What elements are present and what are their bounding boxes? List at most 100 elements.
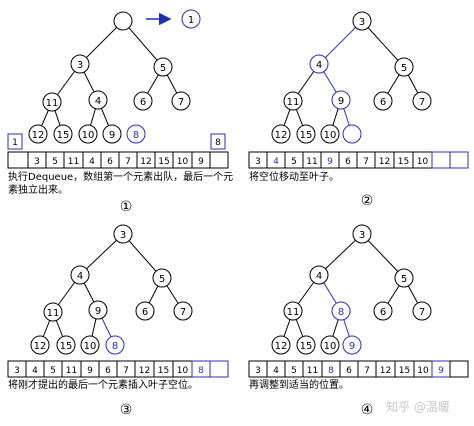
heap-node-label: 6 — [380, 307, 386, 318]
array-cell: 5 — [291, 366, 297, 376]
heap-node: 9 — [102, 124, 122, 144]
heap-node: 10 — [320, 124, 340, 144]
heap-node: 11 — [283, 91, 303, 111]
heap-node-label: 5 — [401, 63, 407, 74]
dequeued-value-node — [181, 9, 201, 29]
heap-node-label: 11 — [47, 308, 60, 319]
heap-node: 9 — [88, 300, 108, 320]
inserted-leaf-node: 8 — [105, 335, 125, 355]
array-cell: 8 — [328, 366, 334, 376]
array-cell: 8 — [198, 366, 204, 376]
heap-node-label: 5 — [160, 63, 166, 74]
array-cell: 4 — [273, 366, 279, 376]
heap-node-label: 4 — [316, 271, 322, 282]
heap-node: 6 — [373, 301, 393, 321]
heap-node: 4 — [88, 90, 108, 110]
panel-4-nodes: 3 4 5 11 8 6 7 12 15 10 9 — [271, 224, 432, 355]
heap-node-label: 6 — [140, 97, 146, 108]
heap-node: 12 — [271, 335, 291, 355]
heap-node: 7 — [412, 301, 432, 321]
heap-node-label: 3 — [77, 60, 83, 71]
array-cell: 7 — [363, 157, 369, 167]
heap-node-label: 9 — [349, 341, 355, 352]
heap-node: 15 — [53, 124, 73, 144]
array-cell: 6 — [107, 157, 113, 167]
heap-node: 15 — [296, 335, 316, 355]
array-cell: 5 — [52, 157, 58, 167]
array-cell: 12 — [379, 157, 390, 167]
heap-node: 10 — [80, 335, 100, 355]
heap-node: 12 — [271, 124, 291, 144]
heap-node: 10 — [78, 124, 98, 144]
array-cell: 15 — [158, 157, 169, 167]
heap-node: 10 — [320, 335, 340, 355]
heap-node: 5 — [152, 268, 172, 288]
panel-1-array: 3 5 11 4 6 7 12 15 10 9 — [7, 151, 229, 169]
empty-leaf-node — [342, 124, 362, 144]
heap-node: 7 — [171, 91, 191, 111]
heap-node-label: 7 — [180, 307, 186, 318]
heap-node-label: 7 — [419, 97, 425, 108]
heap-node-label: 10 — [324, 130, 337, 141]
heap-node-label: 8 — [338, 307, 344, 318]
panel-2-nodes: 3 4 5 11 9 6 7 12 15 10 — [271, 11, 432, 144]
array-cell: 9 — [438, 366, 444, 376]
heap-node-label: 10 — [84, 341, 97, 352]
array-cell: 11 — [68, 157, 79, 167]
array-cell: 10 — [417, 157, 429, 167]
heap-node-label: 9 — [95, 306, 101, 317]
heap-node: 12 — [28, 124, 48, 144]
dequeued-box-label: 1 — [12, 138, 18, 148]
heap-node: 7 — [173, 301, 193, 321]
array-cell: 3 — [255, 366, 261, 376]
heap-node-label: 15 — [57, 130, 70, 141]
moved-node: 9 — [342, 335, 362, 355]
array-cell: 10 — [177, 157, 189, 167]
step-marker: ③ — [120, 402, 133, 418]
panel-2-edges — [280, 20, 423, 135]
heap-node-label: 4 — [77, 271, 83, 282]
heap-node: 11 — [43, 302, 63, 322]
heap-node-label: 3 — [120, 230, 126, 241]
heap-node — [113, 11, 133, 31]
array-cell: 5 — [50, 366, 56, 376]
last-element-box — [210, 133, 226, 150]
heap-node-label: 12 — [275, 341, 288, 352]
panel-4-edges — [280, 233, 423, 346]
array-cell: 4 — [89, 157, 95, 167]
step-marker: ④ — [361, 402, 374, 418]
heap-node: 6 — [133, 91, 153, 111]
array-cell: 12 — [140, 157, 151, 167]
array-cell: 3 — [14, 366, 20, 376]
array-cell: 15 — [398, 157, 409, 167]
array-cell: 9 — [87, 366, 93, 376]
panel-3-nodes: 3 4 5 11 9 6 7 12 15 10 8 — [30, 224, 193, 355]
array-cell: 11 — [66, 366, 77, 376]
panel-3-caption: 将刚才提出的最后一个元素插入叶子空位。 — [8, 380, 198, 391]
heap-node-label: 6 — [142, 307, 148, 318]
panel-1-caption: 执行Dequeue，数组第一个元素出队，最后一个元素独立出来。 — [8, 172, 234, 196]
heap-node-label: 12 — [275, 130, 288, 141]
array-cell: 4 — [273, 157, 279, 167]
heap-node-label: 9 — [109, 130, 115, 141]
panel-4: 3 4 5 11 8 6 7 12 15 10 9 3 4 5 11 8 6 7… — [248, 224, 469, 418]
last-element-box-label: 8 — [215, 138, 221, 148]
panel-1-nodes: 3 5 11 4 6 7 12 15 10 9 8 — [28, 11, 191, 144]
heap-node-label: 15 — [300, 341, 313, 352]
array-cell: 12 — [139, 366, 150, 376]
heap-node: 5 — [153, 57, 173, 77]
heap-node-label: 10 — [82, 130, 95, 141]
heap-node-label: 4 — [95, 96, 101, 107]
heap-node-label: 7 — [419, 307, 425, 318]
heap-node-label: 3 — [359, 230, 365, 241]
panel-2-array: 3 4 5 11 9 6 7 12 15 10 — [248, 151, 469, 169]
heap-node: 6 — [373, 91, 393, 111]
heap-node-label: 5 — [159, 274, 165, 285]
array-cell: 6 — [105, 366, 111, 376]
heap-node-label: 8 — [112, 341, 118, 352]
heap-node-label: 15 — [300, 130, 313, 141]
panel-3-edges — [39, 233, 184, 346]
array-cell: 11 — [307, 366, 318, 376]
panel-1-edges — [37, 20, 182, 135]
